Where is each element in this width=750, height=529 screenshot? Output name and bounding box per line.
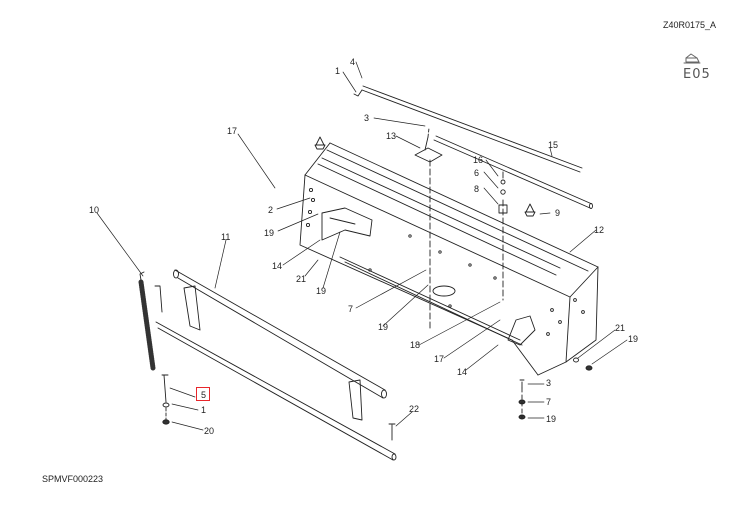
callout-17: 17 bbox=[227, 126, 238, 136]
callout-19: 19 bbox=[316, 286, 327, 296]
callout-10: 10 bbox=[89, 205, 100, 215]
callout-1: 1 bbox=[201, 405, 207, 415]
footer-code: SPMVF000223 bbox=[42, 474, 104, 484]
callout-19: 19 bbox=[628, 334, 639, 344]
section-code: E05 bbox=[683, 67, 711, 82]
hardware-stack-16-6-8 bbox=[498, 171, 508, 214]
callout-19: 19 bbox=[264, 228, 275, 238]
callout-15: 15 bbox=[548, 140, 559, 150]
callout-12: 12 bbox=[594, 225, 605, 235]
callout-3: 3 bbox=[546, 378, 552, 388]
callout-7: 7 bbox=[348, 304, 354, 314]
callout-19: 19 bbox=[546, 414, 557, 424]
callout-14: 14 bbox=[457, 367, 468, 377]
hardware-stack-bottom bbox=[518, 357, 593, 420]
callout-11: 11 bbox=[221, 232, 231, 242]
highlight-box bbox=[196, 387, 210, 401]
callout-1: 1 bbox=[335, 66, 341, 76]
callout-4: 4 bbox=[350, 57, 356, 67]
callout-13: 13 bbox=[386, 131, 397, 141]
rod-15 bbox=[433, 135, 593, 209]
callout-3: 3 bbox=[364, 113, 370, 123]
callout-9: 9 bbox=[555, 208, 561, 218]
pin-stack-5-1-20 bbox=[161, 374, 170, 425]
callout-16: 16 bbox=[473, 155, 484, 165]
leader-lines bbox=[96, 61, 628, 431]
callout-14: 14 bbox=[272, 261, 283, 271]
rod-11 bbox=[173, 269, 387, 421]
callout-20: 20 bbox=[204, 426, 215, 436]
callout-5[interactable]: 5 bbox=[201, 390, 207, 400]
knob-9 bbox=[524, 203, 536, 217]
callout-18: 18 bbox=[410, 340, 421, 350]
callout-22: 22 bbox=[409, 404, 420, 414]
callout-7: 7 bbox=[546, 397, 552, 407]
callout-19: 19 bbox=[378, 322, 389, 332]
plate-13 bbox=[414, 127, 443, 163]
lower-bar bbox=[155, 321, 397, 461]
spring-10 bbox=[138, 271, 163, 371]
callout-21: 21 bbox=[296, 274, 307, 284]
callout-6: 6 bbox=[474, 168, 480, 178]
screw-22 bbox=[388, 423, 396, 441]
callout-17: 17 bbox=[434, 354, 445, 364]
document-hand-icon bbox=[683, 53, 701, 64]
main-housing bbox=[299, 142, 599, 376]
rod-4 bbox=[353, 85, 583, 173]
document-code: Z40R0175_A bbox=[663, 20, 717, 30]
callout-8: 8 bbox=[474, 184, 480, 194]
callout-21: 21 bbox=[615, 323, 626, 333]
callout-2: 2 bbox=[268, 205, 274, 215]
knob-top bbox=[314, 136, 326, 150]
